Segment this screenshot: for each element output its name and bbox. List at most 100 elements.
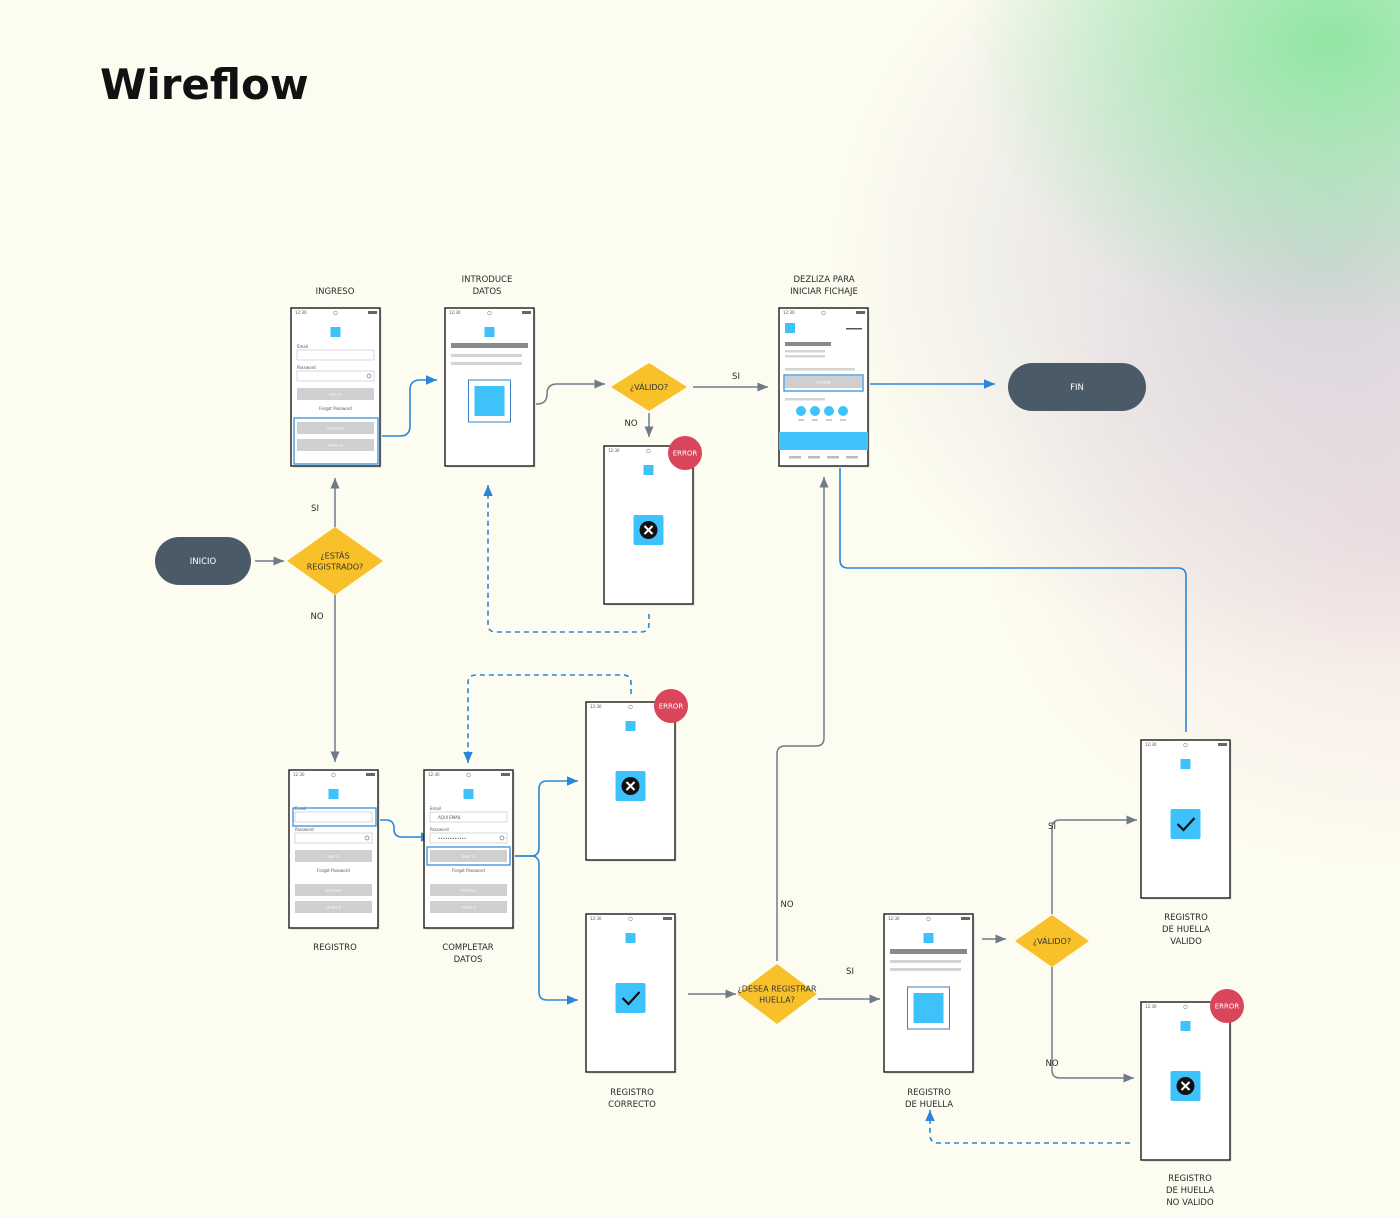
decision-registered-label: REGISTRADO?	[307, 563, 364, 572]
field-value: AQUI EMAIL	[438, 815, 462, 820]
input-field	[429, 832, 508, 844]
status-icons	[366, 773, 375, 776]
day-label	[812, 419, 818, 421]
status-icons	[368, 311, 377, 314]
nav-tab	[846, 456, 858, 459]
edge-no-valido-retry-to-huella	[925, 1110, 1130, 1144]
field-label: Password	[430, 827, 449, 832]
status-icons	[663, 917, 672, 920]
day-label	[798, 419, 804, 421]
huella-button-label: HUELLA	[461, 905, 476, 910]
error-badge-label: ERROR	[673, 450, 698, 458]
google-button-label: GOOGLE	[327, 426, 344, 431]
nav-tab	[808, 456, 820, 459]
heading-bar	[890, 949, 967, 954]
day-dot	[810, 406, 820, 416]
status-icons	[501, 773, 510, 776]
fingerprint-tile	[474, 386, 505, 416]
day-label	[840, 419, 846, 421]
screen-label-ingreso: INGRESO	[316, 287, 355, 297]
start-terminal-label: INICIO	[190, 557, 217, 567]
text-line	[890, 968, 961, 971]
screen-label-huella-valido: REGISTRO	[1164, 913, 1208, 923]
sign-in-button	[295, 850, 372, 862]
edge-label-no: NO	[310, 612, 323, 622]
heading-bar	[451, 343, 528, 348]
eye-icon	[366, 373, 372, 379]
screen-label-completar: DATOS	[454, 955, 483, 965]
edge-and-screen-labels: SINOSINONOSISINOINGRESOINTRODUCEDATOSDEZ…	[310, 275, 1214, 1208]
google-button-label: GOOGLE	[325, 888, 342, 893]
forgot-password-link: Forgot Password	[319, 406, 352, 411]
phone-error-registro: 12:30	[585, 701, 677, 862]
app-logo-square	[330, 327, 341, 337]
highlight-sign-in	[426, 846, 511, 866]
camera-dot	[926, 916, 931, 922]
app-logo-square	[785, 323, 795, 333]
phone-introduce-datos: 12:30	[444, 307, 536, 468]
status-time: 12:30	[1145, 742, 1157, 747]
day-dot	[824, 406, 834, 416]
sign-in-button-label: Sign in	[329, 392, 343, 397]
app-logo-square	[625, 721, 636, 731]
phone-registro-huella: 12:30	[883, 913, 975, 1074]
day-label	[826, 419, 832, 421]
google-button	[430, 884, 507, 896]
sign-in-button-label: Sign in	[327, 854, 341, 859]
edge-label-no: NO	[780, 900, 793, 910]
decision-registered	[287, 527, 383, 595]
screen-label-introduce: INTRODUCE	[462, 275, 513, 285]
huella-button	[430, 901, 507, 913]
edge-valid-no-to-huella-no-valido	[1051, 967, 1134, 1083]
app-logo-square	[484, 327, 495, 337]
input-field	[296, 349, 375, 361]
error-badge-label: ERROR	[1215, 1003, 1240, 1011]
status-time: 12:30	[449, 310, 461, 315]
phone-huella-valido: 12:30	[1140, 739, 1232, 900]
text-line	[785, 355, 825, 358]
eye-icon	[499, 835, 505, 841]
camera-dot	[821, 310, 826, 316]
decision-want-fingerprint-label: HUELLA?	[759, 996, 795, 1005]
edge-label-si: SI	[311, 504, 319, 514]
edge-completar-to-correcto	[508, 855, 578, 1005]
end-terminal-label: FIN	[1070, 383, 1084, 393]
phone-registro-correcto: 12:30	[585, 913, 677, 1074]
decision-valid-fingerprint-label: ¿VÁLIDO?	[1033, 935, 1071, 946]
app-logo-square	[1180, 759, 1191, 769]
status-time: 12:30	[293, 772, 305, 777]
field-label: Password	[295, 827, 314, 832]
highlight-login-options	[293, 417, 379, 465]
fingerprint-frame	[907, 986, 950, 1030]
swipe-banner	[779, 432, 868, 450]
status-icons	[522, 311, 531, 314]
camera-dot	[466, 772, 471, 778]
checkmark-icon	[621, 991, 641, 1006]
input-field	[429, 811, 508, 823]
status-icons	[1218, 743, 1227, 746]
fingerprint-frame	[468, 379, 511, 423]
success-tile	[615, 983, 646, 1013]
phone-error-login: 12:30	[603, 445, 695, 606]
fichaje-button	[785, 376, 862, 388]
day-dot	[838, 406, 848, 416]
text-line	[890, 960, 961, 963]
connectors	[255, 375, 1187, 1144]
status-time: 12:30	[590, 916, 602, 921]
nav-tab	[789, 456, 801, 459]
error-badge-label: ERROR	[659, 703, 684, 711]
end-terminal	[1008, 363, 1146, 411]
edge-label-si: SI	[1048, 822, 1056, 832]
input-field	[294, 832, 373, 844]
screen-label-huella: DE HUELLA	[905, 1100, 953, 1110]
app-logo-square	[625, 933, 636, 943]
edge-introduce-to-valid	[490, 379, 605, 405]
screen-label-huella-valido: DE HUELLA	[1162, 925, 1210, 935]
camera-dot	[646, 448, 651, 454]
status-time: 12:30	[1145, 1004, 1157, 1009]
decision-valid-fingerprint	[1015, 915, 1089, 967]
